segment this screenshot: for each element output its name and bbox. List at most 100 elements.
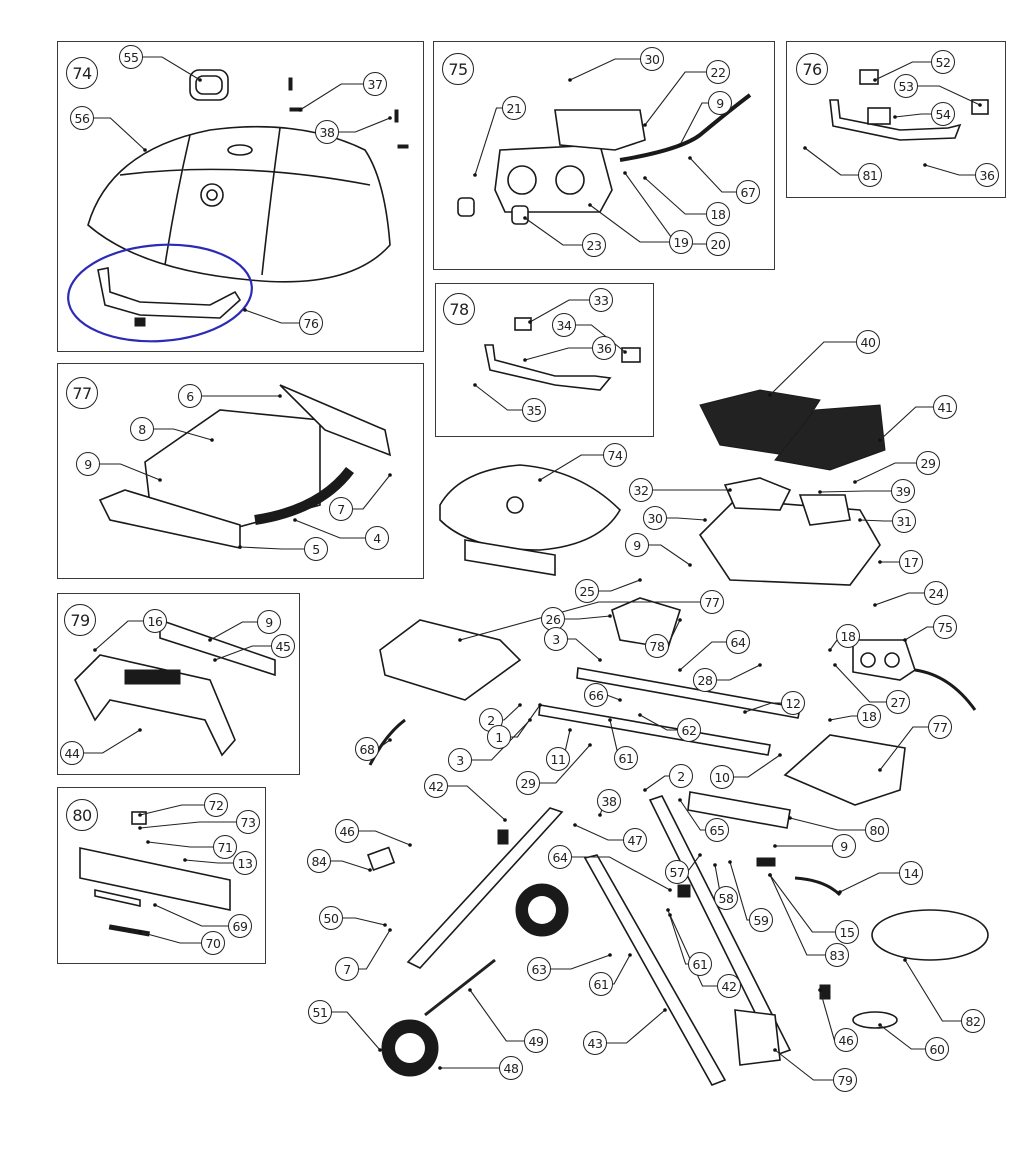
callout-part-24: 24: [924, 581, 948, 605]
callout-part-64: 64: [726, 630, 750, 654]
leader-main-part-84-arrowhead: [368, 868, 372, 872]
leader-panel-80-part-71-arrowhead: [146, 840, 150, 844]
leader-panel-77-part-7-arrowhead: [388, 473, 392, 477]
callout-part-6: 6: [178, 384, 202, 408]
leader-main-part-49-arrowhead: [468, 988, 472, 992]
leader-main-part-47-arrowhead: [573, 823, 577, 827]
callout-part-23: 23: [582, 233, 606, 257]
callout-part-64: 64: [548, 845, 572, 869]
callout-part-41: 41: [933, 395, 957, 419]
leader-main-part-42-arrowhead: [503, 818, 507, 822]
leader-main-part-14-arrowhead: [838, 890, 842, 894]
callout-part-36: 36: [975, 163, 999, 187]
highlight-circle: [67, 243, 253, 343]
leader-main-part-62-arrowhead: [638, 713, 642, 717]
callout-part-45: 45: [271, 634, 295, 658]
callout-part-59: 59: [749, 908, 773, 932]
callout-part-43: 43: [583, 1031, 607, 1055]
control-panel-main-drawing: [852, 639, 977, 711]
callout-part-83: 83: [825, 943, 849, 967]
callout-part-27: 27: [886, 690, 910, 714]
leader-panel-79-part-16-arrowhead: [93, 648, 97, 652]
leader-main-part-75-arrowhead: [903, 638, 907, 642]
leader-panel-79-part-44-arrowhead: [138, 728, 142, 732]
leader-panel-79-part-9-arrowhead: [208, 638, 212, 642]
cart-frame-rails-drawing: [538, 667, 801, 829]
callout-part-69: 69: [228, 914, 252, 938]
leader-panel-78-part-35-arrowhead: [473, 383, 477, 387]
leader-main-part-9-arrowhead: [773, 844, 777, 848]
callout-part-51: 51: [308, 1000, 332, 1024]
leader-main-part-2-arrowhead: [643, 788, 647, 792]
callout-part-28: 28: [693, 668, 717, 692]
callout-part-68: 68: [355, 737, 379, 761]
leader-main-part-50-arrowhead: [383, 923, 387, 927]
panel-title-79: 79: [64, 604, 96, 636]
leader-main-part-57-arrowhead: [698, 853, 702, 857]
panel-title-78: 78: [443, 293, 475, 325]
hose-ring-drawing: [368, 718, 989, 1029]
leader-main-part-66-arrowhead: [618, 698, 622, 702]
callout-part-42: 42: [424, 774, 448, 798]
leader-panel-75-part-9-arrowhead: [678, 143, 682, 147]
callout-part-62: 62: [677, 718, 701, 742]
callout-part-61: 61: [589, 972, 613, 996]
leader-main-part-68-arrowhead: [388, 738, 392, 742]
leader-main-part-26-arrowhead: [608, 614, 612, 618]
callout-part-56: 56: [70, 106, 94, 130]
leader-main-part-82-arrowhead: [903, 958, 907, 962]
leader-main-part-61-arrowhead: [666, 908, 670, 912]
callout-part-18: 18: [836, 624, 860, 648]
leader-main-part-12-arrowhead: [743, 710, 747, 714]
callout-part-80: 80: [865, 818, 889, 842]
leader-panel-75-part-22: [644, 71, 718, 126]
leader-main-part-27-arrowhead: [833, 663, 837, 667]
callout-part-49: 49: [524, 1029, 548, 1053]
leader-main-part-39: [819, 490, 903, 493]
leader-main-part-3-arrowhead: [528, 718, 532, 722]
callout-part-46: 46: [834, 1028, 858, 1052]
panel-title-80: 80: [66, 799, 98, 831]
leader-main-part-1-arrowhead: [538, 703, 542, 707]
panel-title-75: 75: [442, 53, 474, 85]
leader-panel-77-part-5-arrowhead: [238, 545, 242, 549]
leader-panel-74-part-76-arrowhead: [243, 308, 247, 312]
callout-part-30: 30: [643, 506, 667, 530]
leader-panel-75-part-19-arrowhead: [588, 203, 592, 207]
callout-part-40: 40: [856, 330, 880, 354]
callout-part-79: 79: [833, 1068, 857, 1092]
panel-title-74: 74: [66, 57, 98, 89]
leader-main-part-2-arrowhead: [518, 703, 522, 707]
leader-panel-75-part-19: [589, 204, 681, 243]
handle-78-drawing: [484, 317, 641, 391]
leader-panel-74-part-55-arrowhead: [198, 78, 202, 82]
callout-part-55: 55: [119, 45, 143, 69]
leader-panel-76-part-81-arrowhead: [803, 146, 807, 150]
callout-part-50: 50: [319, 906, 343, 930]
leader-main-part-77-arrowhead: [878, 768, 882, 772]
callout-part-30: 30: [640, 47, 664, 71]
leader-panel-77-part-4-arrowhead: [293, 518, 297, 522]
callout-part-77: 77: [928, 715, 952, 739]
leader-main-part-31-arrowhead: [858, 518, 862, 522]
leader-main-part-32-arrowhead: [728, 488, 732, 492]
callout-part-72: 72: [204, 793, 228, 817]
main-lid-drawing: [439, 464, 621, 576]
leader-panel-76-part-53-arrowhead: [978, 103, 982, 107]
leader-panel-77-part-8-arrowhead: [210, 438, 214, 442]
leader-main-part-18-arrowhead: [828, 718, 832, 722]
leader-main-part-42-arrowhead: [668, 913, 672, 917]
leader-main-part-83: [769, 874, 837, 956]
leader-main-part-40-arrowhead: [768, 393, 772, 397]
callout-part-29: 29: [916, 451, 940, 475]
leader-panel-75-part-23-arrowhead: [523, 216, 527, 220]
leader-main-part-77: [459, 601, 712, 641]
leader-main-part-74-arrowhead: [538, 478, 542, 482]
leader-main-part-80: [789, 817, 877, 831]
leader-main-part-17-arrowhead: [878, 560, 882, 564]
leader-main-part-9-arrowhead: [688, 563, 692, 567]
callout-part-38: 38: [597, 789, 621, 813]
leader-main-part-38-arrowhead: [598, 813, 602, 817]
callout-part-78: 78: [645, 634, 669, 658]
side-table-77-drawing: [98, 384, 392, 549]
